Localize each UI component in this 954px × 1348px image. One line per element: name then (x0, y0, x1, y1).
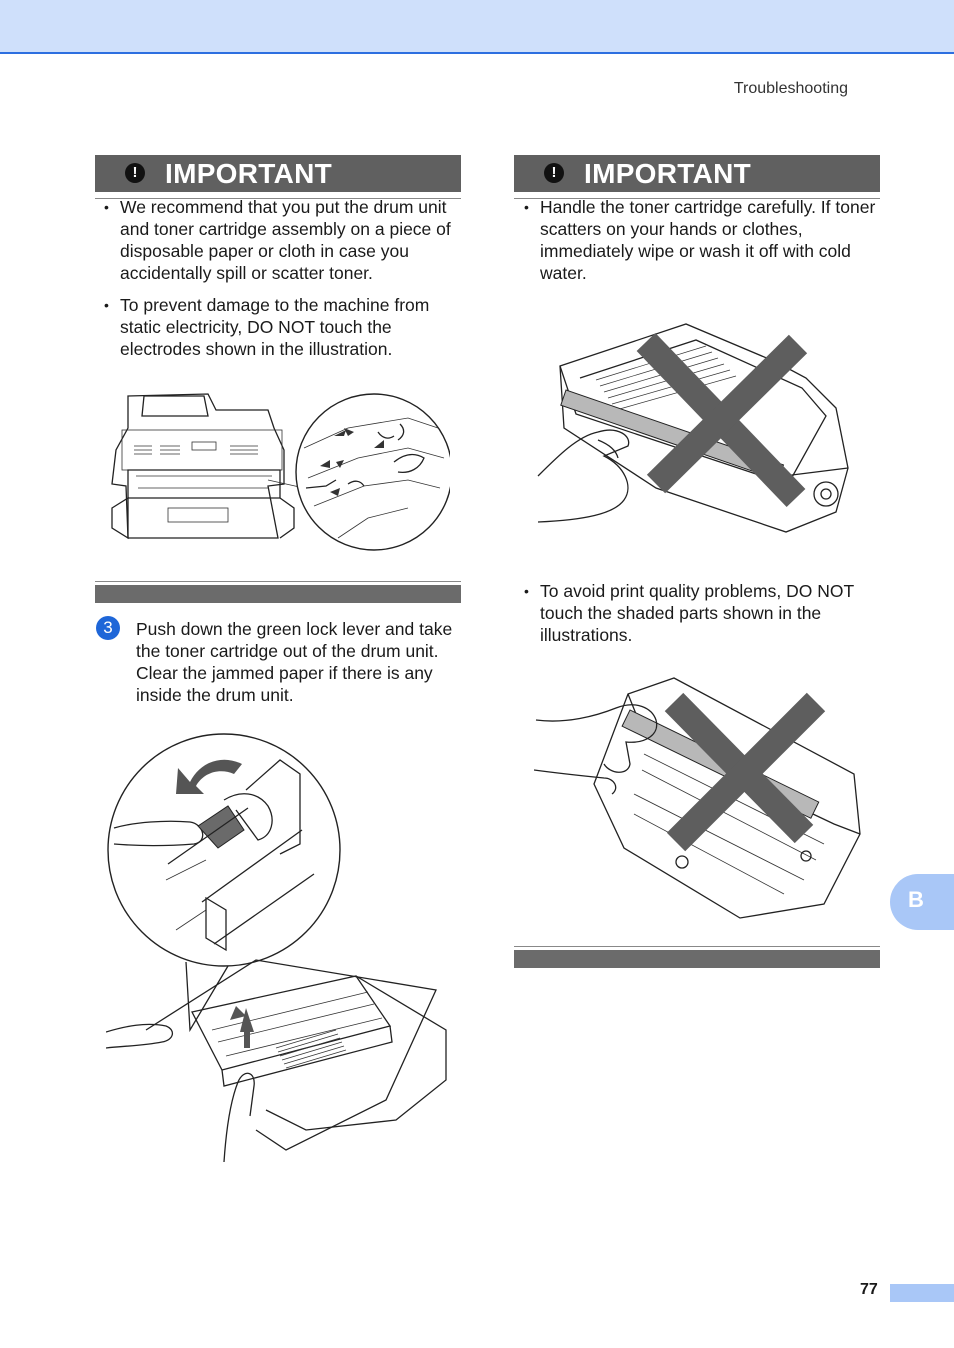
warning-icon: ! (125, 163, 145, 183)
page-number: 77 (860, 1281, 878, 1298)
list-item: We recommend that you put the drum unit … (96, 196, 462, 284)
important-title: IMPORTANT (584, 158, 752, 189)
step-number-badge: 3 (96, 616, 120, 640)
section-end-bar-right (514, 946, 880, 968)
section-end-bar-left (95, 581, 461, 603)
important-title: IMPORTANT (165, 158, 333, 189)
appendix-tab-label: B (908, 887, 924, 912)
list-item: Handle the toner cartridge carefully. If… (516, 196, 882, 284)
lock-lever-illustration (106, 733, 447, 1163)
important-list-right-cont: To avoid print quality problems, DO NOT … (516, 580, 882, 656)
important-list-right: Handle the toner cartridge carefully. If… (516, 196, 882, 294)
header-band (0, 0, 954, 54)
important-list-left: We recommend that you put the drum unit … (96, 196, 462, 370)
machine-electrodes-illustration (111, 393, 450, 551)
list-item: To avoid print quality problems, DO NOT … (516, 580, 882, 646)
important-banner-left: ! IMPORTANT (95, 155, 461, 199)
drum-unit-do-not-touch-illustration (534, 677, 861, 919)
section-title: Troubleshooting (733, 80, 848, 97)
warning-icon: ! (544, 163, 564, 183)
appendix-tab[interactable]: B (890, 874, 954, 930)
important-banner-right: ! IMPORTANT (514, 155, 880, 199)
toner-cartridge-do-not-touch-illustration (537, 323, 849, 533)
list-item: To prevent damage to the machine from st… (96, 294, 462, 360)
step-instruction: Push down the green lock lever and take … (136, 619, 453, 705)
footer-bar (890, 1284, 954, 1302)
